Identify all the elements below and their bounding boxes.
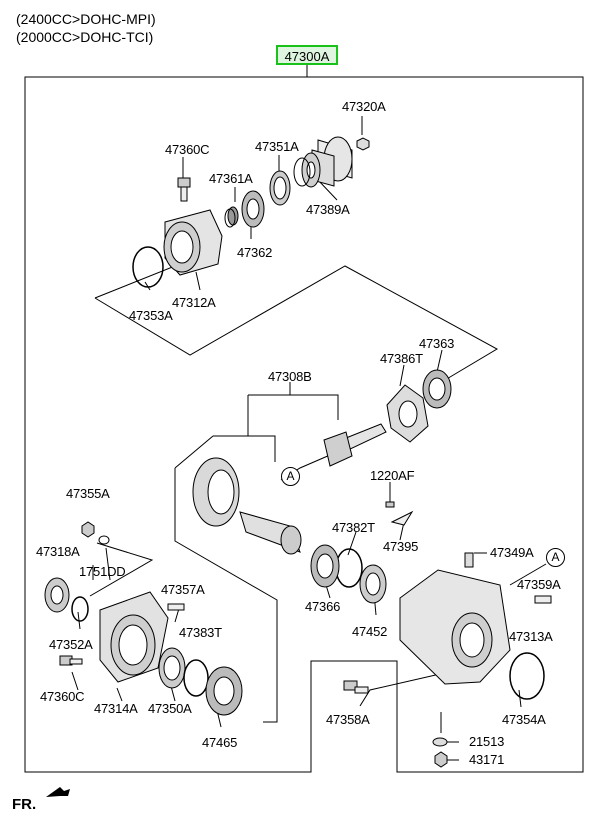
part-label[interactable]: 47389A [306, 202, 350, 217]
part-label[interactable]: 47318A [36, 544, 80, 559]
part-label[interactable]: 47314A [94, 701, 138, 716]
part-label[interactable]: 1751DD [79, 564, 126, 579]
part-label[interactable]: 1220AF [370, 468, 415, 483]
part-label[interactable]: 47320A [342, 99, 386, 114]
part-label[interactable]: 47383T [179, 625, 222, 640]
part-label[interactable]: 47353A [129, 308, 173, 323]
part-label[interactable]: 47360C [165, 142, 210, 157]
engine-variant-1: (2400CC>DOHC-MPI) [16, 11, 156, 27]
assembly-frame [24, 76, 584, 773]
part-label[interactable]: 47360C [40, 689, 85, 704]
engine-variant-2: (2000CC>DOHC-TCI) [16, 29, 154, 45]
part-label[interactable]: 47386T [380, 351, 423, 366]
front-arrow-icon [46, 787, 70, 797]
reference-marker-a: A [546, 548, 565, 567]
part-label[interactable]: 47358A [326, 712, 370, 727]
part-label[interactable]: 47465 [202, 735, 238, 750]
part-label[interactable]: 21513 [469, 734, 505, 749]
part-label[interactable]: 47357A [161, 582, 205, 597]
assembly-code-badge[interactable]: 47300A [276, 45, 338, 65]
part-label[interactable]: 47361A [209, 171, 253, 186]
part-label[interactable]: 47362 [237, 245, 273, 260]
front-indicator: FR. [12, 796, 37, 813]
part-label[interactable]: 47313A [509, 629, 553, 644]
part-label[interactable]: 47308B [268, 369, 312, 384]
part-label[interactable]: 47366 [305, 599, 341, 614]
part-label[interactable]: 47349A [490, 545, 534, 560]
part-label[interactable]: 43171 [469, 752, 505, 767]
part-label[interactable]: 47395 [383, 539, 419, 554]
part-label[interactable]: 47363 [419, 336, 455, 351]
part-label[interactable]: 47351A [255, 139, 299, 154]
part-label[interactable]: 47350A [148, 701, 192, 716]
part-label[interactable]: 47312A [172, 295, 216, 310]
part-label[interactable]: 47359A [517, 577, 561, 592]
part-label[interactable]: 47452 [352, 624, 388, 639]
reference-marker-a: A [281, 467, 300, 486]
part-label[interactable]: 47382T [332, 520, 375, 535]
part-label[interactable]: 47352A [49, 637, 93, 652]
part-label[interactable]: 47354A [502, 712, 546, 727]
part-label[interactable]: 47355A [66, 486, 110, 501]
